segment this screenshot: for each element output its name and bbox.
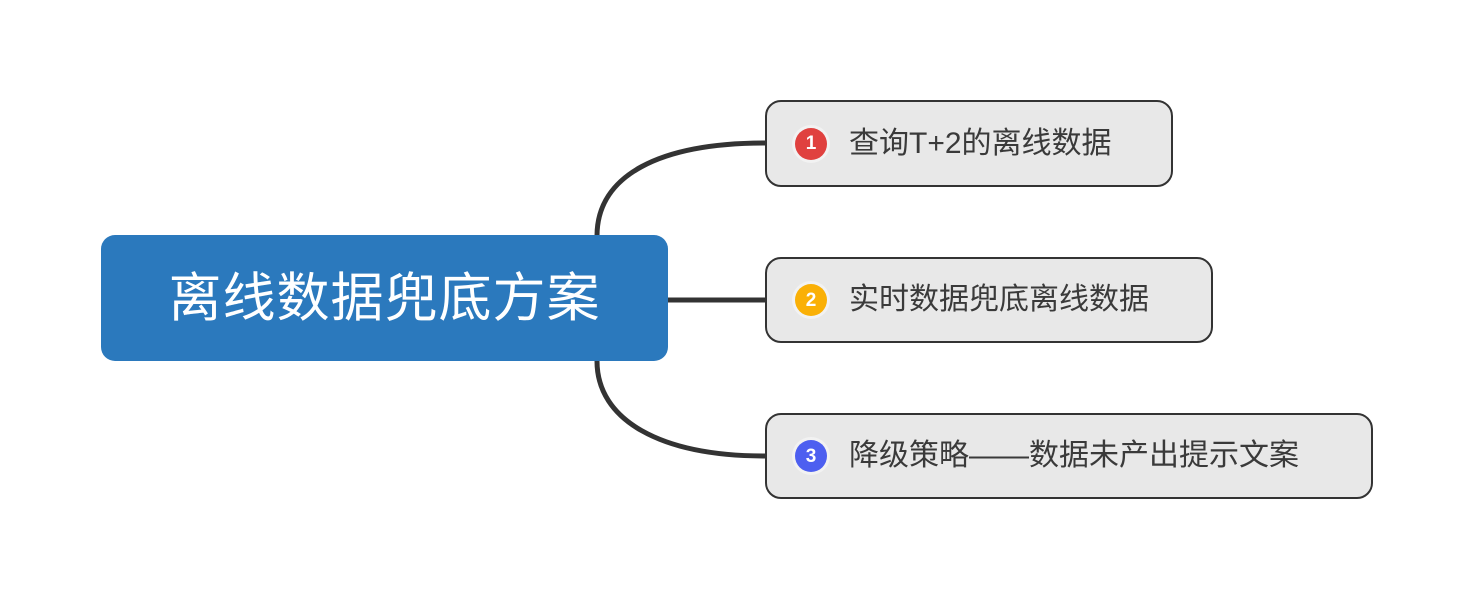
branch-node-2[interactable]: 2 实时数据兜底离线数据 [765, 257, 1213, 343]
root-node-label: 离线数据兜底方案 [168, 268, 601, 328]
connector-root-to-branch-3 [594, 358, 768, 459]
branch-label-1: 查询T+2的离线数据 [849, 126, 1112, 160]
connector-root-to-branch-1 [594, 140, 768, 239]
branch-node-3[interactable]: 3 降级策略——数据未产出提示文案 [765, 413, 1373, 499]
branch-node-1[interactable]: 1 查询T+2的离线数据 [765, 100, 1173, 187]
branch-badge-3: 3 [795, 440, 827, 472]
branch-label-3: 降级策略——数据未产出提示文案 [849, 439, 1299, 472]
branch-badge-2: 2 [795, 284, 827, 316]
root-node[interactable]: 离线数据兜底方案 [101, 235, 668, 361]
branch-label-2: 实时数据兜底离线数据 [849, 283, 1149, 316]
branch-badge-1: 1 [795, 127, 827, 160]
